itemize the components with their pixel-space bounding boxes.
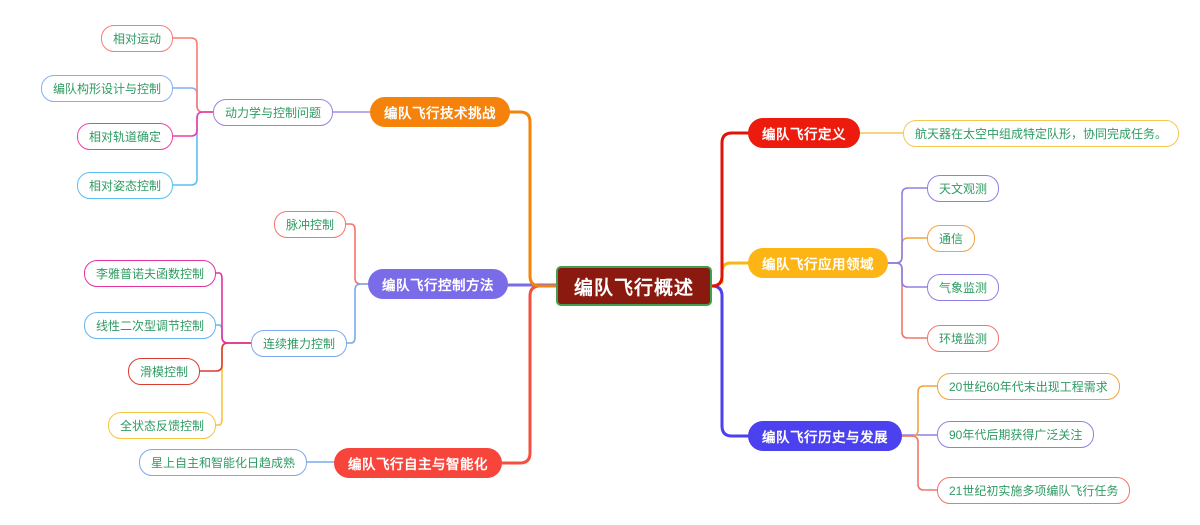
edge-m2-l7: [346, 283, 379, 344]
mindmap-node-l13[interactable]: 航天器在太空中组成特定队形，协同完成任务。: [903, 119, 1180, 147]
mindmap-node-r5[interactable]: 20世纪60年代末出现工程需求: [937, 372, 1120, 400]
edge-m5-r1: [877, 187, 928, 264]
mindmap-node-m6[interactable]: 编队飞行历史与发展: [748, 421, 902, 451]
edge-central-m4: [698, 131, 750, 288]
mindmap-node-m4[interactable]: 编队飞行定义: [748, 118, 860, 148]
mindmap-node-l11[interactable]: 全状态反馈控制: [107, 411, 216, 439]
mindmap-node-l5[interactable]: 动力学与控制问题: [212, 98, 333, 126]
edge-l5-l3: [172, 111, 231, 137]
mindmap-node-l4[interactable]: 相对姿态控制: [76, 171, 173, 199]
mindmap-node-l1[interactable]: 相对运动: [100, 24, 173, 52]
mindmap-node-r3[interactable]: 气象监测: [927, 273, 1000, 301]
mindmap-node-r1[interactable]: 天文观测: [927, 174, 1000, 202]
mindmap-node-l12[interactable]: 星上自主和智能化日趋成熟: [138, 448, 307, 476]
mindmap-node-l8[interactable]: 李雅普诺夫函数控制: [83, 259, 216, 287]
mindmap-node-l9[interactable]: 线性二次型调节控制: [83, 311, 216, 339]
mindmap-node-m1[interactable]: 编队飞行技术挑战: [370, 97, 510, 127]
mindmap-node-r6[interactable]: 90年代后期获得广泛关注: [937, 420, 1095, 448]
edge-l7-l10: [199, 342, 253, 372]
edge-m5-r3: [877, 262, 928, 288]
edge-central-m1: [508, 110, 560, 288]
mindmap-node-m2[interactable]: 编队飞行控制方法: [368, 269, 508, 299]
edge-central-m6: [698, 284, 750, 438]
mindmap-node-r4[interactable]: 环境监测: [927, 324, 1000, 352]
mindmap-node-m3[interactable]: 编队飞行自主与智能化: [334, 448, 502, 478]
edge-m6-r7: [883, 435, 938, 491]
edge-central-m3: [500, 284, 560, 465]
mindmap-node-r7[interactable]: 21世纪初实施多项编队飞行任务: [937, 476, 1131, 504]
mindmap-node-l6[interactable]: 脉冲控制: [273, 210, 346, 238]
mindmap-node-central[interactable]: 编队飞行概述: [556, 266, 713, 306]
mindmap-node-r2[interactable]: 通信: [927, 224, 976, 252]
edge-central-m5: [720, 261, 750, 284]
edge-l7-l8: [215, 272, 253, 344]
mindmap-node-l7[interactable]: 连续推力控制: [250, 329, 347, 357]
mindmap-node-l2[interactable]: 编队构形设计与控制: [40, 74, 173, 102]
mindmap-node-l10[interactable]: 滑模控制: [127, 357, 200, 385]
mindmap-node-l3[interactable]: 相对轨道确定: [76, 122, 173, 150]
mindmap-node-m5[interactable]: 编队飞行应用领域: [748, 248, 888, 278]
